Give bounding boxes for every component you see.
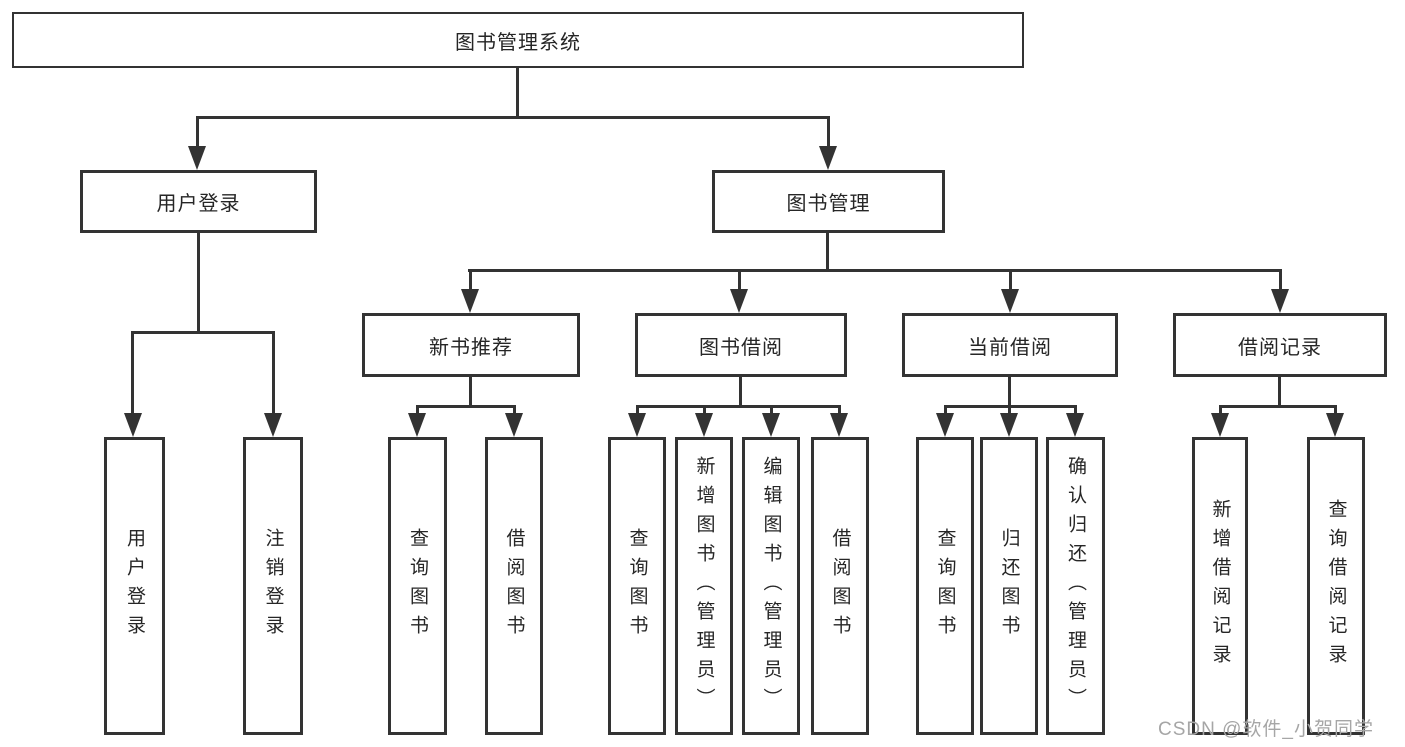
arrow-down-icon (461, 289, 479, 313)
leaf-query-books-current-label: 查询图书 (934, 528, 956, 644)
arrow-down-icon (264, 413, 282, 437)
connector-line (131, 331, 275, 334)
connector-line (636, 405, 639, 413)
node-book-management-label: 图书管理 (786, 193, 871, 215)
leaf-query-books-borrowing: 查询图书 (608, 437, 666, 735)
node-borrowing-records-label: 借阅记录 (1238, 336, 1322, 359)
connector-line (944, 405, 947, 413)
node-current-borrowing: 当前借阅 (902, 313, 1118, 377)
connector-line (636, 405, 841, 408)
arrow-down-icon (762, 413, 780, 437)
connector-line (739, 375, 742, 408)
leaf-confirm-return-admin-label: 确认归还（管理员） (1065, 455, 1086, 717)
csdn-watermark: CSDN @软件_小贺同学 (1158, 719, 1374, 740)
node-book-borrowing-label: 图书借阅 (699, 336, 783, 359)
leaf-add-books-admin-label: 新增图书（管理员） (693, 455, 715, 717)
connector-line (1334, 405, 1337, 413)
connector-line (1008, 405, 1011, 413)
arrow-down-icon (695, 413, 713, 437)
leaf-borrow-books-recommend-label: 借阅图书 (503, 528, 525, 644)
connector-line (1074, 405, 1077, 413)
leaf-user-login: 用户登录 (104, 437, 165, 735)
node-root-label: 图书管理系统 (455, 31, 581, 54)
connector-line (468, 269, 1282, 272)
node-book-borrowing: 图书借阅 (635, 313, 847, 377)
connector-line (513, 405, 516, 413)
connector-line (838, 405, 841, 413)
leaf-add-borrow-record-label: 新增借阅记录 (1209, 499, 1231, 673)
leaf-logout: 注销登录 (243, 437, 303, 735)
node-user-login: 用户登录 (80, 170, 317, 233)
arrow-down-icon (1271, 289, 1289, 313)
leaf-edit-books-admin-label: 编辑图书（管理员） (760, 455, 782, 717)
node-new-book-recommend-label: 新书推荐 (429, 336, 513, 359)
arrow-down-icon (188, 146, 206, 170)
node-current-borrowing-label: 当前借阅 (968, 336, 1052, 359)
node-book-management: 图书管理 (712, 170, 945, 233)
leaf-return-books-label: 归还图书 (998, 528, 1020, 644)
connector-line (416, 405, 516, 408)
connector-line (131, 331, 134, 413)
leaf-borrow-books-borrowing: 借阅图书 (811, 437, 869, 735)
leaf-borrow-books-recommend: 借阅图书 (485, 437, 543, 735)
connector-line (1008, 375, 1011, 408)
arrow-down-icon (936, 413, 954, 437)
leaf-logout-label: 注销登录 (262, 528, 284, 644)
connector-line (1009, 269, 1012, 289)
connector-line (1219, 405, 1222, 413)
connector-line (1219, 405, 1337, 408)
leaf-query-borrow-record-label: 查询借阅记录 (1325, 499, 1347, 673)
connector-line (469, 269, 472, 289)
connector-line (826, 231, 829, 272)
arrow-down-icon (1211, 413, 1229, 437)
connector-line (516, 66, 519, 119)
leaf-query-books-borrowing-label: 查询图书 (626, 528, 648, 644)
connector-line (469, 375, 472, 408)
connector-line (272, 331, 275, 413)
arrow-down-icon (730, 289, 748, 313)
node-new-book-recommend: 新书推荐 (362, 313, 580, 377)
leaf-user-login-label: 用户登录 (124, 528, 145, 644)
leaf-borrow-books-borrowing-label: 借阅图书 (829, 528, 851, 644)
node-user-login-label: 用户登录 (156, 193, 241, 215)
connector-line (197, 231, 200, 334)
connector-line (703, 405, 706, 413)
arrow-down-icon (124, 413, 142, 437)
leaf-add-books-admin: 新增图书（管理员） (675, 437, 733, 735)
leaf-edit-books-admin: 编辑图书（管理员） (742, 437, 800, 735)
node-borrowing-records: 借阅记录 (1173, 313, 1387, 377)
connector-line (196, 116, 199, 146)
connector-line (827, 116, 830, 146)
arrow-down-icon (830, 413, 848, 437)
leaf-add-borrow-record: 新增借阅记录 (1192, 437, 1248, 735)
leaf-query-books-recommend: 查询图书 (388, 437, 447, 735)
arrow-down-icon (1066, 413, 1084, 437)
leaf-query-books-recommend-label: 查询图书 (407, 528, 428, 644)
arrow-down-icon (628, 413, 646, 437)
arrow-down-icon (505, 413, 523, 437)
leaf-query-borrow-record: 查询借阅记录 (1307, 437, 1365, 735)
node-root: 图书管理系统 (12, 12, 1024, 68)
connector-line (1278, 375, 1281, 408)
leaf-confirm-return-admin: 确认归还（管理员） (1046, 437, 1105, 735)
arrow-down-icon (1326, 413, 1344, 437)
connector-line (1279, 269, 1282, 289)
leaf-query-books-current: 查询图书 (916, 437, 974, 735)
arrow-down-icon (819, 146, 837, 170)
arrow-down-icon (1000, 413, 1018, 437)
arrow-down-icon (408, 413, 426, 437)
leaf-return-books: 归还图书 (980, 437, 1038, 735)
connector-line (416, 405, 419, 413)
arrow-down-icon (1001, 289, 1019, 313)
connector-line (196, 116, 830, 119)
connector-line (738, 269, 741, 289)
connector-line (770, 405, 773, 413)
